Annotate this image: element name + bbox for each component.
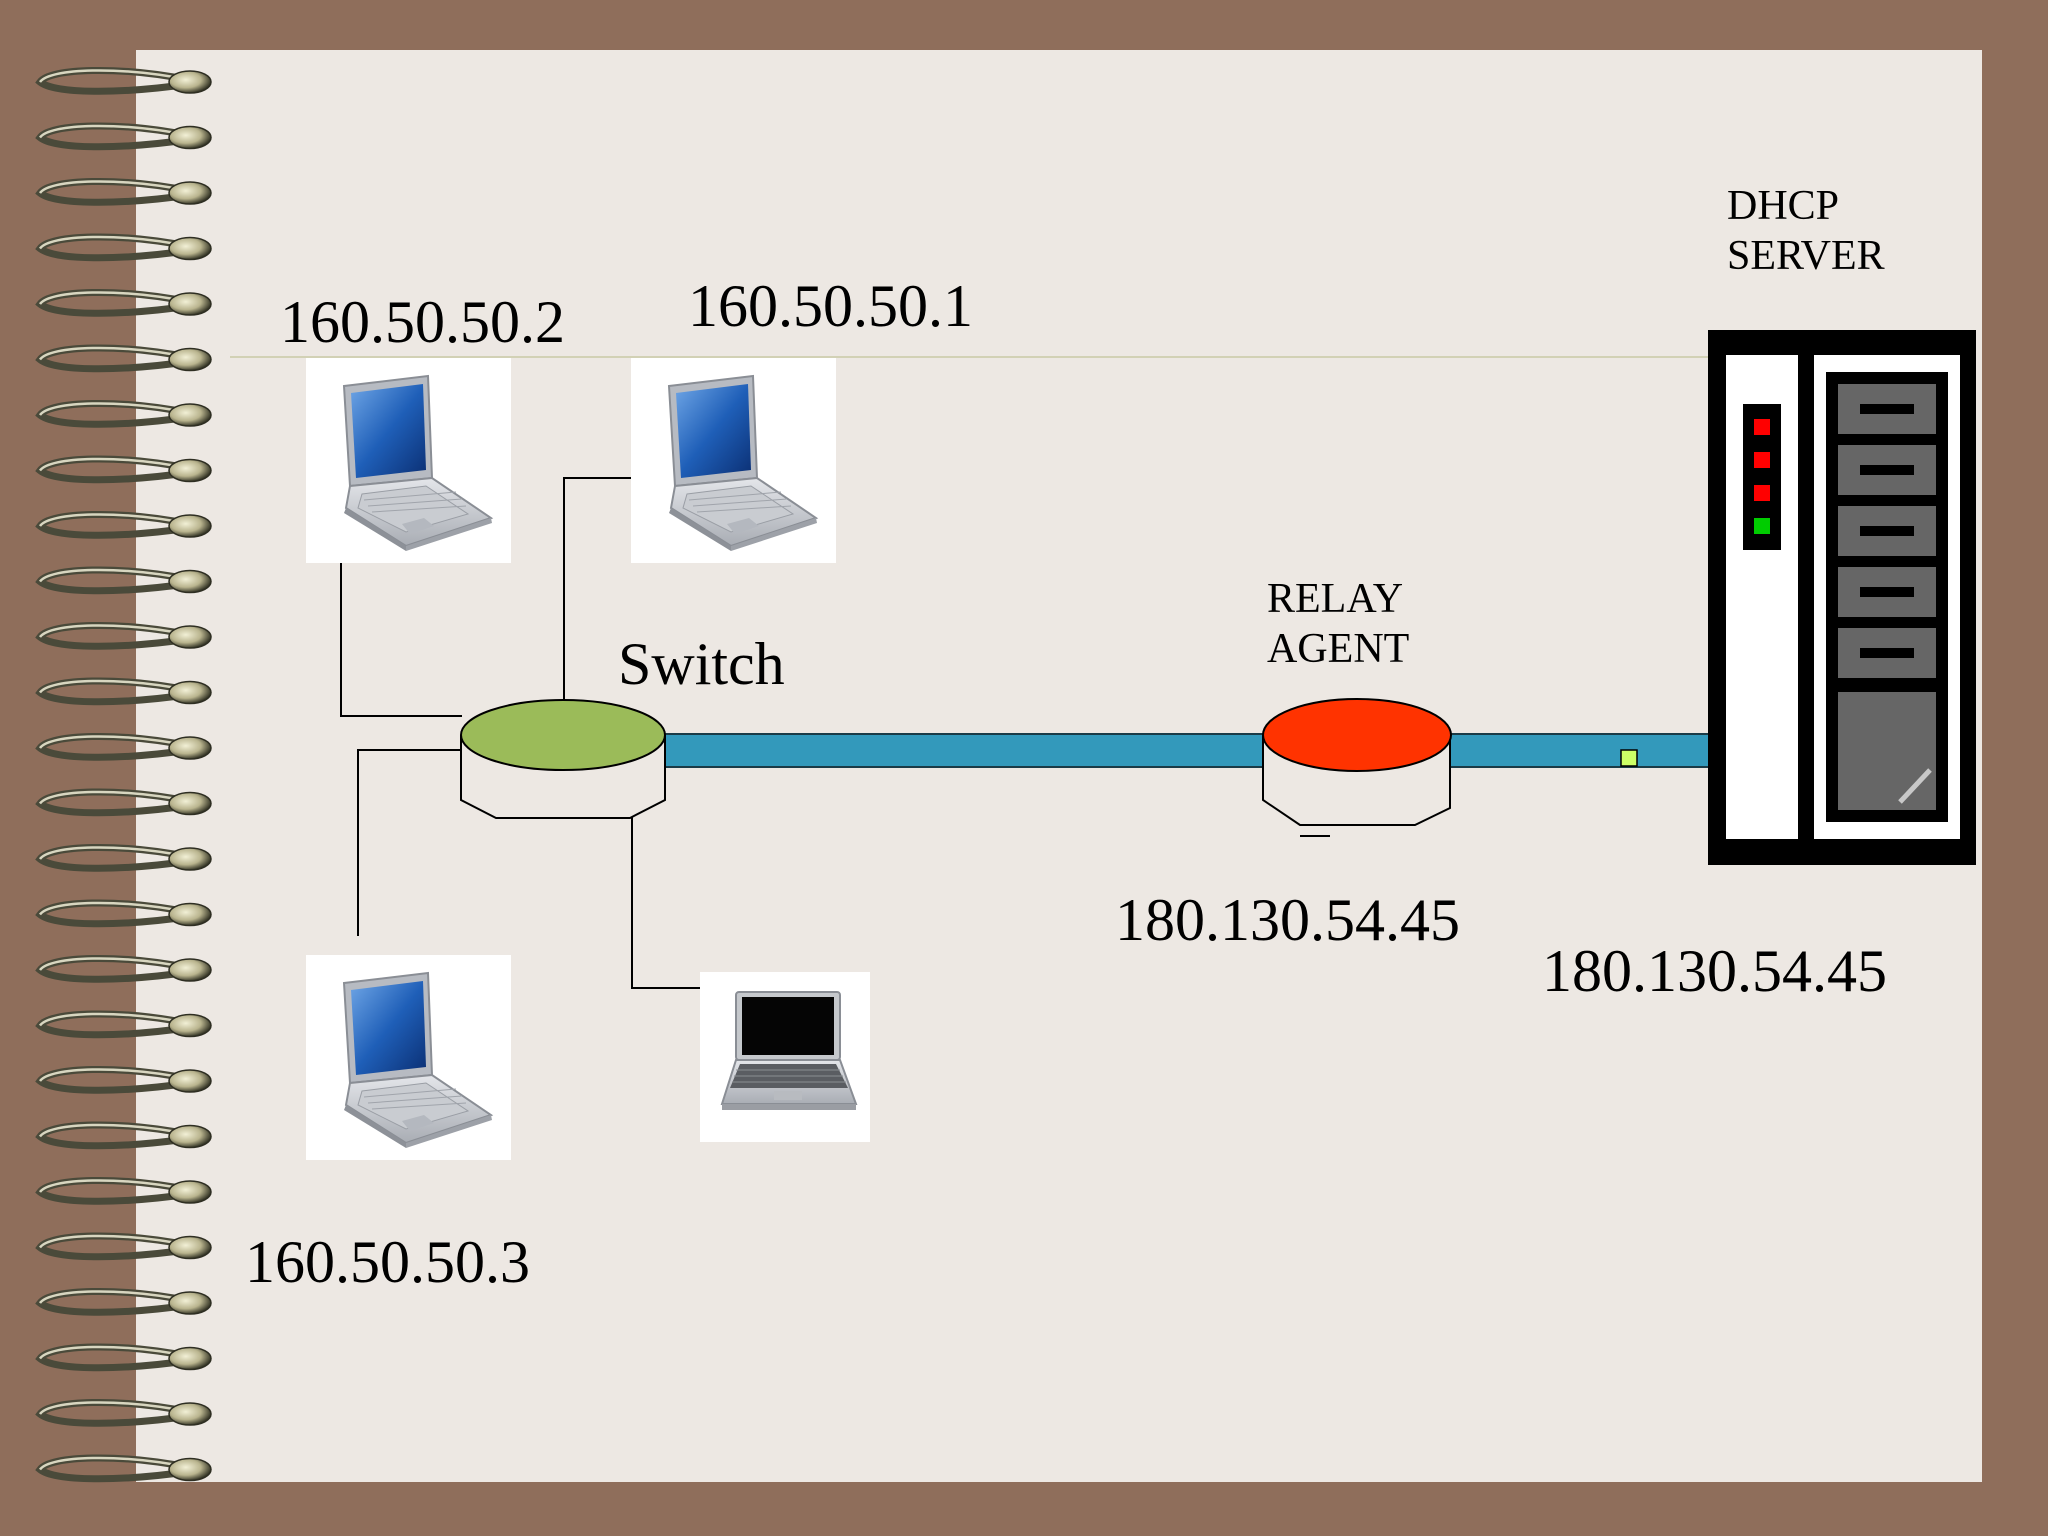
spiral-coil-highlight [38,790,191,805]
laptop-icon [699,971,871,1143]
spiral-coil-highlight [38,901,191,916]
connection-lines [340,477,1330,989]
spiral-coil-highlight [38,457,191,472]
spiral-coil-highlight [38,180,191,194]
spiral-coil-highlight [38,1068,191,1082]
spiral-coil-highlight [38,291,191,305]
laptop-address-label: 160.50.50.3 [245,1229,530,1295]
relay-agent-label: RELAY [1267,576,1404,622]
laptop-address-label: 160.50.50.1 [688,273,973,339]
spiral-binding-icon [35,66,212,1483]
spiral-hole [168,736,212,760]
spiral-hole [168,403,212,427]
spiral-coil-highlight [38,1290,191,1304]
spiral-hole [168,1457,212,1482]
spiral-coil-highlight [38,235,191,250]
spiral-coil-highlight [38,624,191,638]
spiral-coil-highlight [38,402,191,416]
spiral-hole [168,958,212,982]
spiral-coil-highlight [38,679,191,694]
spiral-hole [168,902,212,927]
relay-agent-label: AGENT [1267,626,1410,672]
laptop-icon [630,357,837,564]
spiral-hole [168,625,212,649]
dhcp-server-label: DHCP [1727,183,1840,229]
switch-label: Switch [618,631,785,697]
drive-slot [1860,404,1914,414]
drive-highlight [1898,768,1932,804]
spiral-coil-highlight [38,1179,191,1193]
spiral-coil-highlight [38,69,191,83]
spiral-coil-highlight [38,846,191,860]
spiral-hole [168,569,212,594]
relay-agent-address-label: 180.130.54.45 [1115,887,1460,953]
spiral-coil-highlight [38,1345,191,1360]
spiral-hole [168,1180,212,1204]
spiral-hole [168,680,212,705]
spiral-coil-highlight [38,568,191,583]
drive-slot [1860,465,1914,475]
spiral-coil-highlight [38,513,191,527]
dhcp-server-label: SERVER [1727,233,1885,279]
spiral-hole [168,1402,212,1426]
spiral-coil-highlight [38,957,191,971]
dhcp-server-address-label: 180.130.54.45 [1542,938,1887,1004]
server-icon [1708,330,1976,865]
link-relay-to-server [1449,733,1711,768]
spiral-coil-highlight [38,124,191,139]
spiral-coil-highlight [38,1123,191,1138]
spiral-hole [168,514,212,538]
spiral-hole [168,1069,212,1093]
spiral-hole [168,847,212,871]
spiral-hole [168,292,212,316]
spiral-hole [168,125,212,150]
spiral-coil-highlight [38,1012,191,1027]
spiral-hole [168,347,212,372]
drive-slot [1860,648,1914,658]
spiral-coil-highlight [38,1456,191,1471]
laptop-icon [305,954,512,1161]
link-marker [1620,749,1638,767]
spiral-coil-highlight [38,1401,191,1415]
spiral-coil-highlight [38,346,191,361]
spiral-hole [168,1013,212,1038]
spiral-hole [168,1235,212,1260]
spiral-coil-highlight [38,1234,191,1249]
spiral-hole [168,1346,212,1371]
link-switch-to-relay [663,733,1268,768]
spiral-hole [168,236,212,261]
switch-icon [460,699,666,819]
laptop-icon [305,357,512,564]
spiral-hole [168,791,212,816]
spiral-hole [168,1291,212,1315]
relay-agent-icon [1262,698,1452,826]
spiral-hole [168,1124,212,1149]
spiral-coil-highlight [38,735,191,749]
spiral-hole [168,458,212,483]
laptop-address-label: 160.50.50.2 [280,289,565,355]
drive-bay-large [1838,692,1936,810]
spiral-hole [168,181,212,205]
spiral-hole [168,70,212,94]
drive-slot [1860,587,1914,597]
drive-slot [1860,526,1914,536]
